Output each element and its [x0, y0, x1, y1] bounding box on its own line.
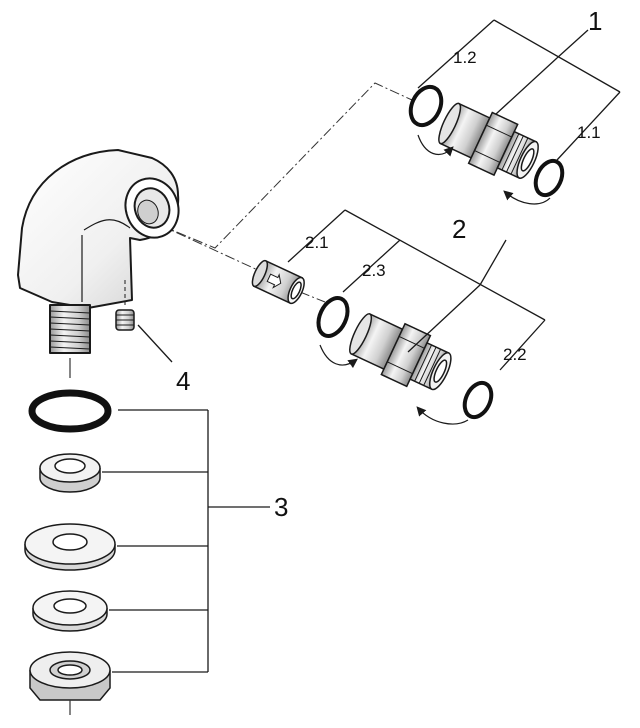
label-3: 3: [274, 492, 288, 522]
washer-thick: [39, 453, 101, 493]
sleeve-2-1: [251, 259, 305, 305]
stem-threads: [49, 310, 91, 350]
adapter-2-body: [349, 313, 452, 391]
arrow-2-2: [416, 406, 469, 425]
o-ring-1-1: [533, 158, 565, 198]
flange-nut: [29, 651, 111, 715]
leader-2: [287, 209, 546, 371]
arrow-1-2: [417, 134, 454, 157]
washer-medium: [32, 590, 108, 632]
part-1-adapter: [408, 84, 565, 205]
elbow-body: [17, 149, 180, 354]
label-2-2: 2.2: [503, 345, 527, 364]
grub-screw-part-4: [115, 280, 135, 331]
washer-large: [24, 523, 116, 571]
part-3-stack: [24, 389, 116, 715]
direction-arrow-icon: [266, 273, 282, 289]
label-2: 2: [452, 214, 466, 244]
o-ring-2-2: [462, 380, 494, 420]
arrow-1-1: [503, 190, 551, 205]
o-ring-2-3: [316, 296, 350, 338]
label-4: 4: [176, 366, 190, 396]
arrow-2-3: [319, 344, 358, 369]
part-2-adapter: [316, 296, 494, 425]
label-1: 1: [588, 6, 602, 36]
label-2-3: 2.3: [362, 261, 386, 280]
o-ring-1-2: [408, 84, 444, 128]
axis-line-lower: [299, 291, 326, 303]
axis-line-middle: [159, 224, 263, 273]
label-1-1: 1.1: [577, 123, 601, 142]
leader-3: [102, 409, 270, 673]
leader-4: [137, 324, 173, 363]
o-ring-large: [28, 389, 112, 433]
adapter-1-body: [438, 102, 539, 179]
label-2-1: 2.1: [305, 233, 329, 252]
assembly-axis-lines: [159, 82, 413, 303]
leader-1: [417, 19, 621, 161]
axis-line-upper: [159, 82, 413, 249]
label-1-2: 1.2: [453, 48, 477, 67]
